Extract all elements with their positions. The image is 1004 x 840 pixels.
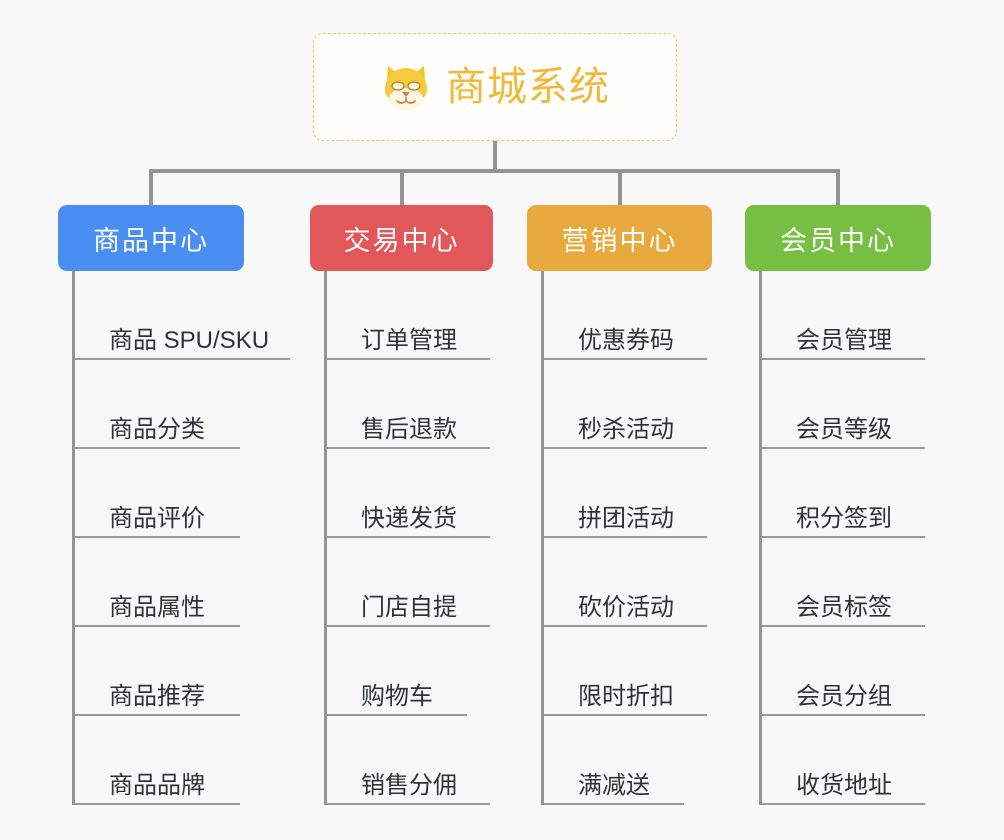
leaf-item-underline xyxy=(75,625,240,627)
leaf-item-label: 商品品牌 xyxy=(109,771,205,799)
leaf-item[interactable]: 商品评价 xyxy=(75,449,244,538)
leaf-item-underline xyxy=(762,625,925,627)
leaf-item-label: 拼团活动 xyxy=(578,504,674,532)
leaf-item[interactable]: 销售分佣 xyxy=(327,716,493,805)
leaf-item[interactable]: 会员管理 xyxy=(762,271,931,360)
leaf-item-underline xyxy=(762,714,925,716)
leaf-item[interactable]: 订单管理 xyxy=(327,271,493,360)
leaf-item-underline xyxy=(762,536,925,538)
leaf-item-label: 商品属性 xyxy=(109,593,205,621)
leaf-item[interactable]: 砍价活动 xyxy=(544,538,712,627)
leaf-item-underline xyxy=(544,625,707,627)
leaf-item[interactable]: 会员标签 xyxy=(762,538,931,627)
leaf-item-underline xyxy=(327,447,490,449)
leaf-item[interactable]: 快递发货 xyxy=(327,449,493,538)
leaf-item-label: 售后退款 xyxy=(361,415,457,443)
leaf-item[interactable]: 限时折扣 xyxy=(544,627,712,716)
leaf-item-underline xyxy=(762,803,925,805)
leaf-list: 商品 SPU/SKU 商品分类商品评价商品属性商品推荐商品品牌 xyxy=(72,271,290,805)
leaf-item-label: 会员等级 xyxy=(796,415,892,443)
leaf-list: 优惠券码秒杀活动拼团活动砍价活动限时折扣满减送 xyxy=(541,271,712,805)
leaf-list: 订单管理售后退款快递发货门店自提购物车销售分佣 xyxy=(324,271,493,805)
leaf-item-label: 秒杀活动 xyxy=(578,415,674,443)
leaf-item-label: 订单管理 xyxy=(361,326,457,354)
category-column: 交易中心订单管理售后退款快递发货门店自提购物车销售分佣 xyxy=(310,205,493,805)
leaf-item-underline xyxy=(762,447,925,449)
leaf-item-underline xyxy=(327,803,490,805)
leaf-item-underline xyxy=(327,625,490,627)
leaf-item[interactable]: 收货地址 xyxy=(762,716,931,805)
root-node[interactable]: 商城系统 xyxy=(313,33,677,141)
leaf-list: 会员管理会员等级积分签到会员标签会员分组收货地址 xyxy=(759,271,931,805)
leaf-item-label: 门店自提 xyxy=(361,593,457,621)
leaf-item[interactable]: 商品属性 xyxy=(75,538,244,627)
category-header-label: 营销中心 xyxy=(561,225,678,256)
leaf-item[interactable]: 满减送 xyxy=(544,716,712,805)
category-column: 会员中心会员管理会员等级积分签到会员标签会员分组收货地址 xyxy=(745,205,931,805)
leaf-item[interactable]: 拼团活动 xyxy=(544,449,712,538)
leaf-item-label: 会员管理 xyxy=(796,326,892,354)
leaf-item[interactable]: 售后退款 xyxy=(327,360,493,449)
leaf-item-underline xyxy=(327,536,490,538)
leaf-item[interactable]: 积分签到 xyxy=(762,449,931,538)
category-header-label: 商品中心 xyxy=(93,225,209,256)
leaf-item-underline xyxy=(544,358,707,360)
connector-drop-3 xyxy=(617,169,622,205)
category-header-label: 交易中心 xyxy=(343,225,460,256)
category-header[interactable]: 营销中心 xyxy=(527,205,712,271)
leaf-item-label: 积分签到 xyxy=(796,504,892,532)
leaf-item-underline xyxy=(75,358,290,360)
leaf-item-underline xyxy=(75,536,240,538)
category-header[interactable]: 商品中心 xyxy=(58,205,244,271)
connector-drop-1 xyxy=(149,169,153,205)
connector-drop-2 xyxy=(399,169,404,205)
leaf-item-label: 销售分佣 xyxy=(361,771,457,799)
leaf-item-label: 购物车 xyxy=(361,682,433,710)
leaf-item-label: 限时折扣 xyxy=(578,682,674,710)
category-column: 营销中心优惠券码秒杀活动拼团活动砍价活动限时折扣满减送 xyxy=(527,205,712,805)
connector-root-stem xyxy=(493,141,497,171)
leaf-item-underline xyxy=(544,803,684,805)
leaf-item[interactable]: 商品分类 xyxy=(75,360,244,449)
leaf-item[interactable]: 会员分组 xyxy=(762,627,931,716)
leaf-item-label: 优惠券码 xyxy=(578,326,674,354)
leaf-item-underline xyxy=(544,447,707,449)
leaf-item-underline xyxy=(544,714,707,716)
leaf-item-label: 会员分组 xyxy=(796,682,892,710)
leaf-item[interactable]: 商品品牌 xyxy=(75,716,244,805)
root-title: 商城系统 xyxy=(446,65,610,109)
leaf-item-label: 砍价活动 xyxy=(578,593,674,621)
leaf-item-underline xyxy=(75,447,240,449)
leaf-item-label: 会员标签 xyxy=(796,593,892,621)
category-header-label: 会员中心 xyxy=(780,225,896,256)
leaf-item[interactable]: 商品推荐 xyxy=(75,627,244,716)
leaf-item[interactable]: 优惠券码 xyxy=(544,271,712,360)
leaf-item-label: 满减送 xyxy=(578,771,650,799)
leaf-item[interactable]: 商品 SPU/SKU xyxy=(75,271,290,360)
leaf-item-label: 收货地址 xyxy=(796,771,892,799)
category-header[interactable]: 交易中心 xyxy=(310,205,493,271)
leaf-item[interactable]: 门店自提 xyxy=(327,538,493,627)
connector-drop-4 xyxy=(836,169,840,205)
leaf-item-label: 商品 SPU/SKU xyxy=(109,326,270,354)
leaf-item-underline xyxy=(762,358,925,360)
leaf-item-underline xyxy=(544,536,707,538)
leaf-item[interactable]: 会员等级 xyxy=(762,360,931,449)
leaf-item-underline xyxy=(75,714,240,716)
leaf-item-underline xyxy=(327,358,490,360)
shiba-dog-face-emoji xyxy=(380,61,432,113)
leaf-item-underline xyxy=(327,714,467,716)
leaf-item-underline xyxy=(75,803,240,805)
leaf-item-label: 商品推荐 xyxy=(109,682,205,710)
leaf-item[interactable]: 秒杀活动 xyxy=(544,360,712,449)
category-column: 商品中心商品 SPU/SKU 商品分类商品评价商品属性商品推荐商品品牌 xyxy=(58,205,290,805)
leaf-item-label: 快递发货 xyxy=(361,504,457,532)
leaf-item-label: 商品分类 xyxy=(109,415,205,443)
category-header[interactable]: 会员中心 xyxy=(745,205,931,271)
leaf-item-label: 商品评价 xyxy=(109,504,205,532)
leaf-item[interactable]: 购物车 xyxy=(327,627,493,716)
connector-horizontal-bar xyxy=(149,169,839,173)
